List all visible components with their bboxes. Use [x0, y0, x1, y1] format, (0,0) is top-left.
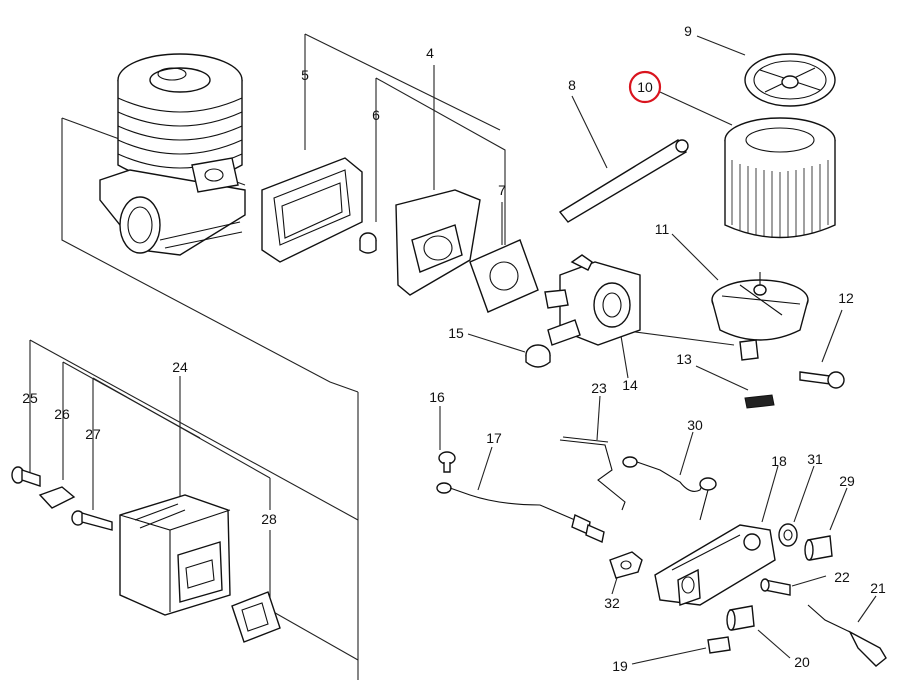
part-label-21: 21: [870, 580, 886, 596]
part-label-9: 9: [684, 23, 692, 39]
lever-21-part: [807, 604, 887, 667]
cylinder-part: [99, 53, 246, 256]
wire-17-part: [436, 482, 605, 543]
part-label-28: 28: [261, 511, 277, 527]
part-label-16: 16: [429, 389, 445, 405]
part-label-11: 11: [655, 221, 670, 237]
part-label-25: 25: [22, 390, 38, 406]
screw-12-part: [799, 371, 845, 389]
pad-19-part: [707, 636, 731, 654]
part-label-5: 5: [301, 67, 309, 83]
clip-32-part: [609, 551, 643, 579]
bushing-29-part: [804, 535, 833, 561]
part-label-17: 17: [486, 430, 502, 446]
part-label-31: 31: [807, 451, 823, 467]
carburetor-part: [544, 254, 641, 346]
grommet-part: [525, 344, 551, 368]
part-label-12: 12: [838, 290, 854, 306]
bolt-27-part: [71, 510, 113, 531]
part-label-26: 26: [54, 406, 70, 422]
filter-base-part: [711, 272, 809, 361]
part-label-14: 14: [622, 377, 638, 393]
part-label-7: 7: [498, 182, 506, 198]
part-label-27: 27: [85, 426, 101, 442]
rod-23-part: [559, 436, 626, 511]
part-label-29: 29: [839, 473, 855, 489]
bolt-25-part: [11, 466, 41, 487]
part-labels: 4 5 6 7 8 9 10 11 12 13 14 15 16 17 18 1…: [22, 23, 886, 674]
gasket-7-part: [469, 239, 539, 313]
spacer-part: [359, 232, 377, 254]
part-label-20: 20: [794, 654, 810, 670]
wire-30-part: [622, 456, 717, 521]
part-label-32: 32: [604, 595, 620, 611]
handle-18-part: [654, 524, 776, 606]
part-label-22: 22: [834, 569, 850, 585]
tube-part: [558, 139, 689, 223]
part-label-13: 13: [676, 351, 692, 367]
part-label-24: 24: [172, 359, 188, 375]
pad-part: [744, 394, 775, 409]
air-filter-part: [724, 117, 836, 239]
part-label-15: 15: [448, 325, 464, 341]
part-label-8: 8: [568, 77, 576, 93]
part-label-30: 30: [687, 417, 703, 433]
part-label-23: 23: [591, 380, 607, 396]
washer-26-part: [38, 486, 76, 509]
pin-22-part: [760, 578, 791, 596]
part-label-6: 6: [372, 107, 380, 123]
intake-part: [395, 189, 481, 296]
gasket-part: [261, 157, 363, 263]
muffler-gasket-part: [231, 591, 281, 643]
cover-part: [744, 53, 836, 107]
part-label-19: 19: [612, 658, 628, 674]
screw-16-part: [438, 451, 456, 473]
washer-part: [778, 523, 798, 547]
highlight-ring: [628, 70, 662, 104]
part-label-4: 4: [426, 45, 434, 61]
part-label-18: 18: [771, 453, 787, 469]
muffler-part: [119, 494, 231, 616]
leader-lines: [29, 33, 877, 680]
part-label-10: 10: [637, 79, 653, 95]
bushing-20-part: [726, 605, 755, 631]
